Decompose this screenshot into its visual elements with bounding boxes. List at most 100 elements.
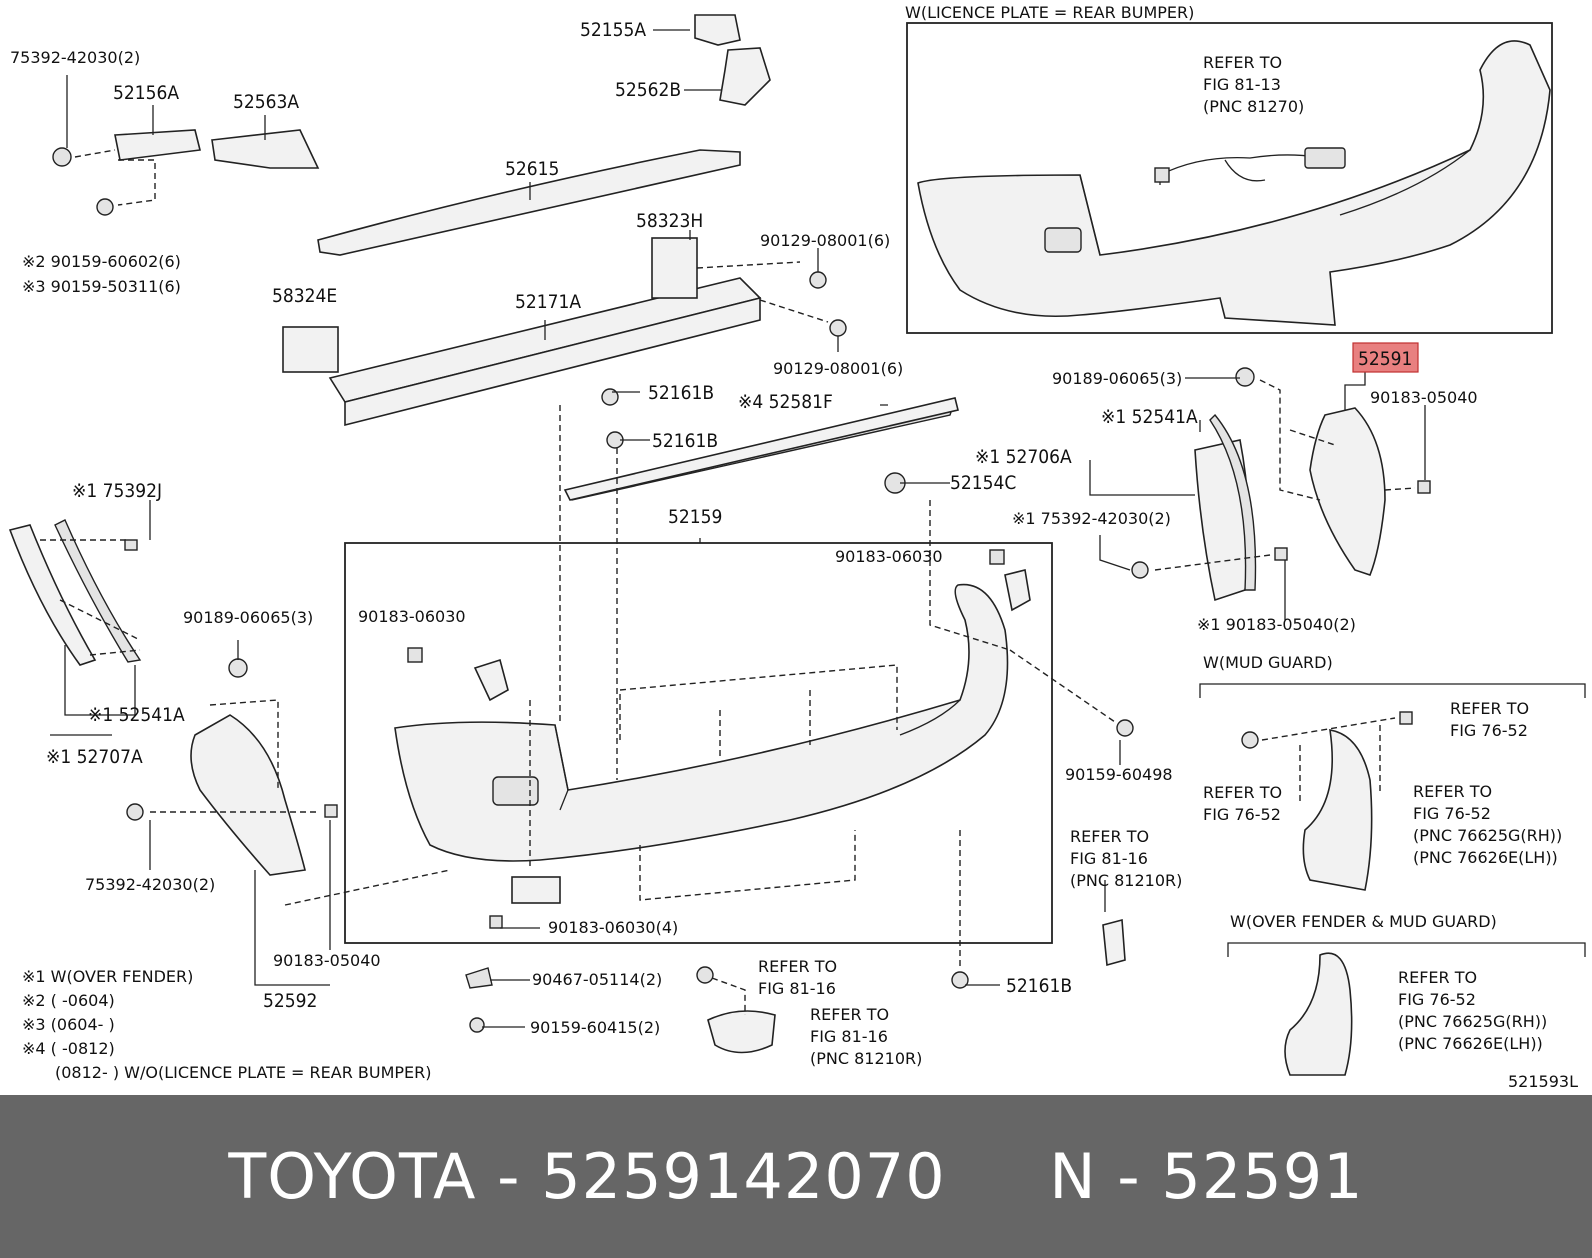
nut-90189-right: [1235, 367, 1255, 387]
bumper-group-box: [344, 542, 1053, 944]
harness-connector: [1154, 167, 1170, 183]
rear-lamp-81210R: [707, 1010, 776, 1054]
label-52591: 52591: [1358, 348, 1412, 370]
svg-text:REFER TO: REFER TO: [1070, 827, 1149, 846]
clip-52161B-a: [601, 388, 619, 406]
part-number-banner: TOYOTA - 5259142070 N - 52591: [0, 1095, 1592, 1258]
retainer-90183-05040: [1417, 480, 1431, 494]
harness-lamp: [1304, 147, 1346, 169]
label-90189-06065-left: 90189-06065(3): [183, 608, 313, 627]
screw-90159-60498: [1116, 719, 1134, 737]
svg-text:FIG 76-52: FIG 76-52: [1450, 721, 1528, 740]
svg-text:(PNC 81210R): (PNC 81210R): [1070, 871, 1182, 890]
over-fender-bracket: [1227, 942, 1586, 957]
refer-fig-81-16-right: REFER TO FIG 81-16 (PNC 81210R): [1070, 827, 1182, 890]
step-pad-52581F: [563, 397, 959, 501]
svg-text:REFER TO: REFER TO: [1203, 53, 1282, 72]
label-52615: 52615: [505, 158, 559, 180]
label-52706A: ※1 52706A: [975, 446, 1072, 468]
label-52161B-a: 52161B: [648, 382, 714, 404]
label-90129-a: 90129-08001(6): [760, 231, 890, 250]
retainer-90183-c: [489, 915, 503, 929]
note-5: (0812- ) W/O(LICENCE PLATE = REAR BUMPER…: [55, 1063, 432, 1082]
licence-plate-variant-box: [906, 22, 1553, 334]
variant-title-over-fender-mud-guard: W(OVER FENDER & MUD GUARD): [1230, 912, 1497, 931]
label-90183-05040-2: ※1 90183-05040(2): [1197, 615, 1356, 634]
label-75392-42030-right: ※1 75392-42030(2): [1012, 509, 1171, 528]
label-90183-05040-left: 90183-05040: [273, 951, 381, 970]
label-52171A: 52171A: [515, 291, 581, 313]
mud-guard-clip: [1241, 731, 1259, 749]
note-2: ※2 ( -0604): [22, 991, 115, 1010]
refer-fig-76-52-c: REFER TO FIG 76-52 (PNC 76625G(RH)) (PNC…: [1413, 782, 1562, 867]
mud-guard-overfender: [1284, 952, 1353, 1076]
label-58324E: 58324E: [272, 285, 337, 307]
svg-text:REFER TO: REFER TO: [1450, 699, 1529, 718]
rear-bumper-licence-variant: [917, 40, 1551, 326]
clip-75392-left: [126, 803, 144, 821]
overfender-52707A: [8, 519, 142, 666]
svg-text:FIG 81-16: FIG 81-16: [1070, 849, 1148, 868]
retainer-52592: [190, 714, 306, 876]
variant-title-mud-guard: W(MUD GUARD): [1203, 653, 1333, 672]
nut-90189-left: [228, 658, 248, 678]
label-52161B-c: 52161B: [1006, 975, 1072, 997]
svg-text:REFER TO: REFER TO: [810, 1005, 889, 1024]
reflector-recess: [1044, 227, 1082, 253]
bracket-58323H: [651, 237, 698, 299]
note-2-90159-60602: ※2 90159-60602(6): [22, 252, 181, 271]
bolt-90129-a: [809, 271, 827, 289]
mud-guard-bracket: [1199, 683, 1586, 698]
refer-fig-81-13: REFER TO FIG 81-13 (PNC 81270): [1203, 53, 1304, 116]
label-90159-60415: 90159-60415(2): [530, 1018, 660, 1037]
svg-text:REFER TO: REFER TO: [1203, 783, 1282, 802]
label-90159-60498: 90159-60498: [1065, 765, 1173, 784]
note-3-90159-50311: ※3 90159-50311(6): [22, 277, 181, 296]
absorber-52615: [317, 149, 741, 256]
svg-text:FIG 81-16: FIG 81-16: [758, 979, 836, 998]
refer-fig-76-52-b: REFER TO FIG 76-52: [1203, 783, 1282, 824]
svg-text:REFER TO: REFER TO: [1413, 782, 1492, 801]
label-52156A: 52156A: [113, 82, 179, 104]
retainer-90183-a: [407, 647, 423, 663]
bolt-90129-b: [829, 319, 847, 337]
retainer-52591: [1309, 407, 1386, 576]
retainer-90183-left: [324, 804, 338, 818]
svg-text:REFER TO: REFER TO: [758, 957, 837, 976]
label-90467-05114: 90467-05114(2): [532, 970, 662, 989]
svg-text:(PNC 76626E(LH)): (PNC 76626E(LH)): [1398, 1034, 1543, 1053]
refer-fig-81-16-bottom-a: REFER TO FIG 81-16: [758, 957, 837, 998]
label-52155A: 52155A: [580, 19, 646, 41]
label-75392-42030-left: 75392-42030(2): [85, 875, 215, 894]
label-90183-06030-a: 90183-06030: [835, 547, 943, 566]
label-52707A: ※1 52707A: [46, 746, 143, 768]
note-3: ※3 (0604- ): [22, 1015, 115, 1034]
overfender-52706A: [1194, 413, 1257, 602]
clip-75392J: [124, 539, 138, 551]
bracket-52156A: [114, 129, 201, 161]
label-52592: 52592: [263, 990, 317, 1012]
clip-75392-top: [52, 147, 72, 167]
label-52562B: 52562B: [615, 79, 681, 101]
bumper-bracket-right: [1004, 569, 1031, 612]
label-52159: 52159: [668, 506, 722, 528]
label-52154C: 52154C: [950, 472, 1016, 494]
nut-90467: [465, 967, 493, 989]
notes-legend: ※1 W(OVER FENDER) ※2 ( -0604) ※3 (0604- …: [22, 967, 432, 1082]
clip-75392-right: [1131, 561, 1149, 579]
parts-diagram: 52155A 52562B 75392-42030(2) 52156A 5256…: [8, 3, 1586, 1091]
mud-guard-retainer: [1399, 711, 1413, 725]
bracket-58324E: [282, 326, 339, 373]
refer-fig-76-52-a: REFER TO FIG 76-52: [1450, 699, 1529, 740]
diagram-id: 521593L: [1508, 1072, 1578, 1091]
bumper-reflector-recess: [492, 776, 539, 806]
note-4: ※4 ( -0812): [22, 1039, 115, 1058]
label-52161B-b: 52161B: [652, 430, 718, 452]
label-90189-06065-right: 90189-06065(3): [1052, 369, 1182, 388]
label-90183-05040-right: 90183-05040: [1370, 388, 1478, 407]
highlight-52591: [1352, 342, 1419, 373]
bracket-52155A: [694, 14, 741, 46]
svg-text:FIG 81-16: FIG 81-16: [810, 1027, 888, 1046]
label-52563A: 52563A: [233, 91, 299, 113]
screw-90159-top: [96, 198, 114, 216]
